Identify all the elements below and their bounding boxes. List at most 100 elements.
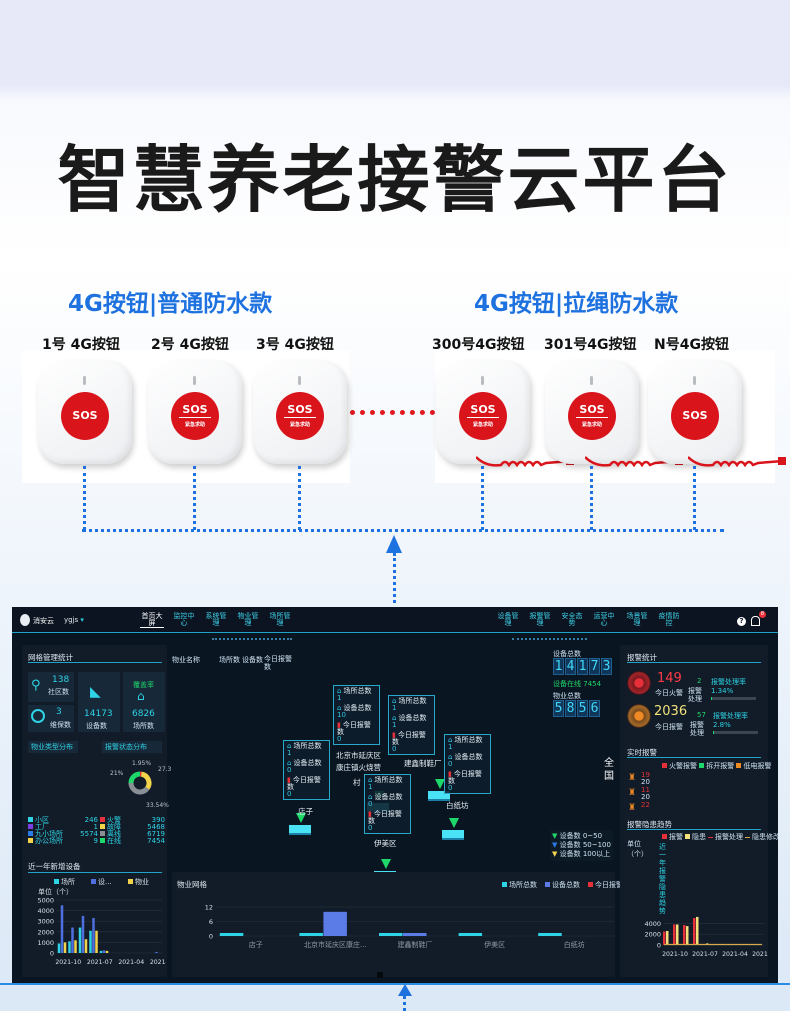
bell-icon[interactable]	[751, 616, 760, 626]
help-icon[interactable]: ?	[737, 617, 746, 626]
continuation-dots	[350, 410, 435, 415]
sos-subtext: 紧急求助	[284, 417, 316, 431]
bar-隐患	[666, 930, 669, 945]
y-tick-label: 0	[50, 950, 54, 958]
legend-value: 246	[84, 816, 98, 824]
donut-slice	[128, 782, 150, 795]
location-label[interactable]: 店子	[298, 807, 313, 816]
location-pin-icon[interactable]	[449, 818, 459, 828]
pin-icon: ▼	[552, 832, 560, 840]
x-tick-label: 2021-04	[722, 951, 748, 958]
fire-handled: 2	[697, 677, 702, 685]
sos-button: SOS	[671, 392, 719, 440]
nav-item[interactable]: 安全态势	[561, 612, 583, 627]
realtime-alarm-item[interactable]: 11	[641, 786, 650, 794]
bar-场所	[57, 943, 61, 953]
location-label[interactable]: 村	[353, 778, 361, 787]
device-total-counter: 1417314173	[553, 658, 613, 675]
stat-community: ⚲ 138 社区数	[28, 672, 74, 702]
home-icon: ⌂	[368, 776, 373, 784]
map-legend: ▼ 设备数 0~50▼ 设备数 50~100▼ 设备数 100以上	[550, 830, 613, 861]
legend-label: 设备数 0~50	[559, 832, 603, 840]
stat-value: 14173	[84, 709, 113, 719]
sos-subtext: 紧急求助	[467, 417, 499, 431]
home-icon: ⌂	[448, 736, 453, 744]
home-icon: ⌂	[337, 687, 342, 695]
online-value: 7454	[583, 680, 602, 688]
nav-item[interactable]: 场景管理	[626, 612, 648, 627]
location-pin-icon[interactable]	[296, 813, 306, 823]
location-label[interactable]: 伊美区	[374, 839, 397, 848]
nav-item[interactable]: 场所管理	[269, 612, 291, 627]
y-tick-label: 2000	[644, 931, 661, 939]
legend-swatch	[685, 834, 690, 839]
legend-swatch	[28, 824, 33, 829]
realtime-alarm-item[interactable]: 22	[641, 801, 650, 809]
bar-物业	[95, 930, 98, 953]
y-tick-label: 4000	[644, 920, 661, 928]
realtime-alarm-item[interactable]: 19	[641, 771, 650, 779]
legend-name: 小区	[35, 816, 49, 824]
legend-swatch	[100, 838, 105, 843]
nav-item[interactable]: 疫情防控	[658, 612, 680, 627]
x-tick-label: 2021-10	[55, 959, 81, 966]
trend-title: 报警隐患趋势	[627, 820, 672, 829]
location-pin-icon[interactable]	[435, 779, 445, 789]
location-label[interactable]: 北京市延庆区	[336, 751, 381, 760]
x-tick-label: 2021-07	[692, 951, 718, 958]
nav-item[interactable]: 物业管理	[237, 612, 259, 627]
x-tick-label: 2021-10	[662, 951, 688, 958]
popup-label: 今日报警数	[337, 721, 371, 736]
popup-label: 设备总数	[398, 714, 427, 722]
legend-name: 离线	[107, 830, 121, 838]
nav-item[interactable]: 报警管理	[529, 612, 551, 627]
y-tick-label: 6	[209, 918, 213, 926]
grid-stats-title: 网格管理统计	[28, 653, 73, 662]
stat-value: 6826	[132, 709, 155, 719]
location-pin-icon[interactable]	[381, 859, 391, 869]
tab-property-types[interactable]: 物业类型分布	[28, 741, 78, 753]
legend-name: 九小场所	[35, 830, 63, 838]
scroll-handle[interactable]	[377, 972, 383, 978]
alarm-icon: ▮	[337, 721, 341, 729]
x-tick-label: 2021-04	[118, 959, 144, 966]
alarm-lamp-icon: ♜	[628, 803, 637, 813]
location-label[interactable]: 白纸坊	[446, 801, 469, 810]
user-menu[interactable]: ygjs ▾	[64, 616, 84, 624]
nav-item[interactable]: 首页大屏	[140, 612, 164, 628]
bar-报警	[693, 918, 696, 945]
alarm-rate-label: 报警处理率	[713, 712, 748, 720]
device-icon: ⌂	[448, 753, 453, 761]
device-total-label: 设备总数	[553, 650, 581, 658]
scope-toggle[interactable]: 全国	[604, 758, 614, 782]
nav-item[interactable]: 系统管理	[205, 612, 227, 627]
led-indicator	[481, 376, 484, 385]
realtime-alarm-time: 20	[641, 793, 650, 801]
nav-item[interactable]: 监控中心	[173, 612, 195, 627]
location-label[interactable]: 建鑫制鞋厂	[404, 759, 442, 768]
legend-swatch	[28, 838, 33, 843]
pull-cord	[687, 455, 788, 475]
nav-item[interactable]: 设备管理	[497, 612, 519, 627]
y-tick-label: 4000	[37, 907, 54, 915]
divider	[28, 872, 162, 873]
alarm-icon	[627, 704, 651, 728]
led-indicator	[590, 376, 593, 385]
x-tick-label: 伊美区	[484, 940, 505, 949]
new-devices-chart: 场所设...物业单位（个）5000400030002000100002021-1…	[37, 877, 166, 966]
tab-alarm-states[interactable]: 报警状态分布	[102, 741, 162, 753]
home-icon: ⌂	[392, 697, 397, 705]
deco-line	[512, 638, 587, 640]
chevron-down-icon: ▾	[78, 616, 84, 624]
x-tick-label: 2021-01	[752, 951, 768, 958]
donut-label: 1.95%	[132, 760, 151, 767]
popup-label: 今日报警数	[287, 776, 321, 791]
nav-item[interactable]: 运营中心	[593, 612, 615, 627]
location-label[interactable]: 康庄镇火烧营	[336, 763, 381, 772]
map-pin-icon: ⚲	[31, 678, 41, 693]
